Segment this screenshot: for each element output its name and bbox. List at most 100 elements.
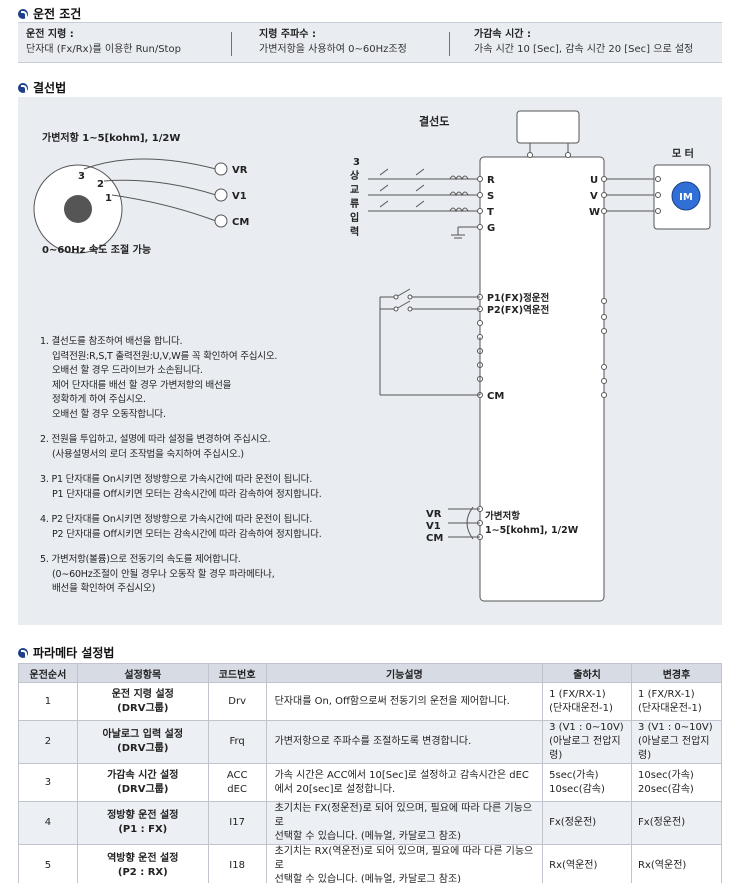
output-motor-lines [604, 178, 658, 212]
instruction-line: 2. 전원을 투입하고, 설명에 따라 설정을 변경하여 주십시오. [40, 434, 271, 445]
input-terminal-label: T [487, 207, 494, 218]
cell-step: 2 [18, 720, 78, 764]
cell-step: 1 [18, 682, 78, 721]
conditions-panel: 운전 지령 : 단자대 (Fx/Rx)를 이용한 Run/Stop 지령 주파수… [18, 22, 722, 63]
condition-value: 가속 시간 10 [Sec], 감속 시간 20 [Sec] 으로 설정 [474, 44, 694, 55]
header-changed: 변경후 [631, 663, 722, 683]
condition-label: 운전 지령 : [26, 29, 74, 40]
wiring-title: 결선법 [33, 81, 67, 95]
terminal-v1 [214, 188, 228, 202]
conditions-heading: 운전 조건 [18, 5, 81, 22]
pot-wire-vr [83, 158, 217, 170]
pot-number-3: 3 [78, 171, 85, 182]
cell-changed: Fx(정운전) [631, 801, 722, 845]
cell-item: 운전 지령 설정(DRV그룹) [76, 682, 209, 721]
parameter-table: 운전순서 설정항목 코드번호 기능설명 출하치 변경후 1 운전 지령 설정(D… [18, 663, 722, 883]
header-code: 코드번호 [207, 663, 267, 683]
params-heading: 파라메타 설정법 [18, 644, 114, 661]
cell-factory: 3 (V1 : 0∼10V)(아날로그 전압지령) [542, 720, 633, 764]
cell-code: Drv [207, 682, 267, 721]
input-label-char: 교 [350, 184, 359, 196]
motor-label: 모 터 [672, 147, 694, 160]
section-bullet-icon [18, 8, 28, 19]
cell-factory: 1 (FX/RX-1)(단자대운전-1) [542, 682, 633, 721]
motor-icon [671, 181, 701, 211]
cell-item: 정방향 운전 설정(P1 : FX) [76, 801, 209, 845]
condition-divider [449, 32, 450, 56]
header-description: 기능설명 [265, 663, 544, 683]
input-label-char: 력 [350, 226, 359, 238]
vr-desc-2: 1∼5[kohm], 1/2W [485, 525, 579, 536]
potentiometer-knob [64, 195, 92, 223]
cell-step: 5 [18, 844, 78, 883]
condition-divider [231, 32, 232, 56]
cell-factory: Fx(정운전) [542, 801, 633, 845]
cell-changed: 3 (V1 : 0∼10V)(아날로그 전압지령) [631, 720, 722, 764]
input-label-char: 류 [350, 198, 359, 210]
pot-terminal-label: V1 [232, 191, 247, 202]
input-power-lines [368, 168, 480, 239]
table-row: 5 역방향 운전 설정(P2 : RX) I18 초기치는 RX(역운전)로 되… [18, 844, 722, 883]
instruction-line: 배선을 확인하여 주십시오) [52, 583, 156, 594]
input-terminal-label: S [487, 191, 494, 202]
input-terminal-label: G [487, 223, 495, 234]
pot-wire-cm [111, 194, 217, 222]
pot-terminal-label: CM [232, 217, 249, 228]
input-label-char: 3 [353, 157, 360, 168]
instruction-line: P2 단자대를 Off시키면 모터는 감속시간에 따라 감속하여 정지합니다. [52, 528, 322, 540]
p1-p2-switches [379, 288, 480, 396]
cell-description: 가변저항으로 주파수를 조절하도록 변경합니다. [265, 720, 544, 764]
cell-item: 역방향 운전 설정(P2 : RX) [76, 844, 209, 883]
input-label-char: 입 [350, 211, 359, 224]
condition-label: 가감속 시간 : [474, 29, 531, 40]
p1-label: P1(FX)정운전 [487, 292, 549, 304]
output-terminal-label: U [590, 175, 598, 186]
pot-number-1: 1 [105, 193, 112, 204]
cm-bottom-label: CM [426, 533, 443, 544]
instruction-line: 1. 결선도를 참조하여 배선을 합니다. [40, 336, 183, 347]
instruction-line: 5. 가변저항(볼륨)으로 전동기의 속도를 제어합니다. [40, 554, 241, 565]
instruction-line: 3. P1 단자대를 On시키면 정방향으로 가속시간에 따라 운전이 됩니다. [40, 474, 313, 485]
table-row: 1 운전 지령 설정(DRV그룹) Drv 단자대를 On, Off함으로써 전… [18, 682, 722, 721]
table-row: 2 아날로그 입력 설정(DRV그룹) Frq 가변저항으로 주파수를 조절하도… [18, 720, 722, 764]
cell-changed: 10sec(가속)20sec(감속) [631, 763, 722, 802]
conditions-title: 운전 조건 [33, 7, 82, 21]
section-bullet-icon [18, 82, 28, 93]
v1-label: V1 [426, 521, 441, 532]
instruction-line: 정확하게 하여 주십시오. [52, 394, 146, 405]
instruction-line: 4. P2 단자대를 On시키면 정방향으로 가속시간에 따라 운전이 됩니다. [40, 514, 313, 525]
pot-label: 가변저항 1∼5[kohm], 1/2W [42, 131, 180, 144]
cell-factory: 5sec(가속)10sec(감속) [542, 763, 633, 802]
diagram-title: 결선도 [419, 114, 449, 128]
control-terminals-right [601, 298, 607, 398]
output-terminal-label: W [589, 207, 600, 218]
header-item: 설정항목 [76, 663, 209, 683]
condition-label: 지령 주파수 : [259, 29, 316, 40]
section-bullet-icon [18, 647, 28, 658]
speed-label: 0∼60Hz 속도 조절 가능 [42, 243, 151, 256]
wiring-heading: 결선법 [18, 79, 66, 96]
cell-step: 3 [18, 763, 78, 802]
pot-wire-v1 [103, 179, 217, 196]
condition-accel-decel: 가감속 시간 : 가속 시간 10 [Sec], 감속 시간 20 [Sec] … [474, 27, 693, 57]
instruction-line: P1 단자대를 Off시키면 모터는 감속시간에 따라 감속하여 정지합니다. [52, 488, 322, 500]
header-step: 운전순서 [18, 663, 78, 683]
vr-desc-1: 가변저항 [485, 510, 520, 522]
header-factory: 출하치 [542, 663, 633, 683]
motor-badge: IM [679, 192, 693, 203]
cm-label: CM [487, 391, 504, 402]
bottom-pot-wires [448, 506, 480, 540]
instructions: 1. 결선도를 참조하여 배선을 합니다. 입력전원:R,S,T 출력전원:U,… [40, 335, 322, 597]
wiring-panel: 가변저항 1∼5[kohm], 1/2W 3 2 1 VR V1 CM 0∼60… [18, 97, 722, 625]
instruction-line: 제어 단자대를 배선 할 경우 가변저항의 배선을 [52, 379, 232, 391]
input-label-char: 상 [350, 169, 360, 182]
p2-label: P2(FX)역운전 [487, 304, 549, 316]
table-header-row: 운전순서 설정항목 코드번호 기능설명 출하치 변경후 [18, 663, 722, 683]
cell-code: Frq [207, 720, 267, 764]
instruction-line: 오배선 할 경우 오동작합니다. [52, 408, 166, 420]
vr-label: VR [426, 509, 442, 520]
condition-frequency: 지령 주파수 : 가변저항을 사용하여 0∼60Hz조정 [259, 27, 407, 57]
cell-step: 4 [18, 801, 78, 845]
